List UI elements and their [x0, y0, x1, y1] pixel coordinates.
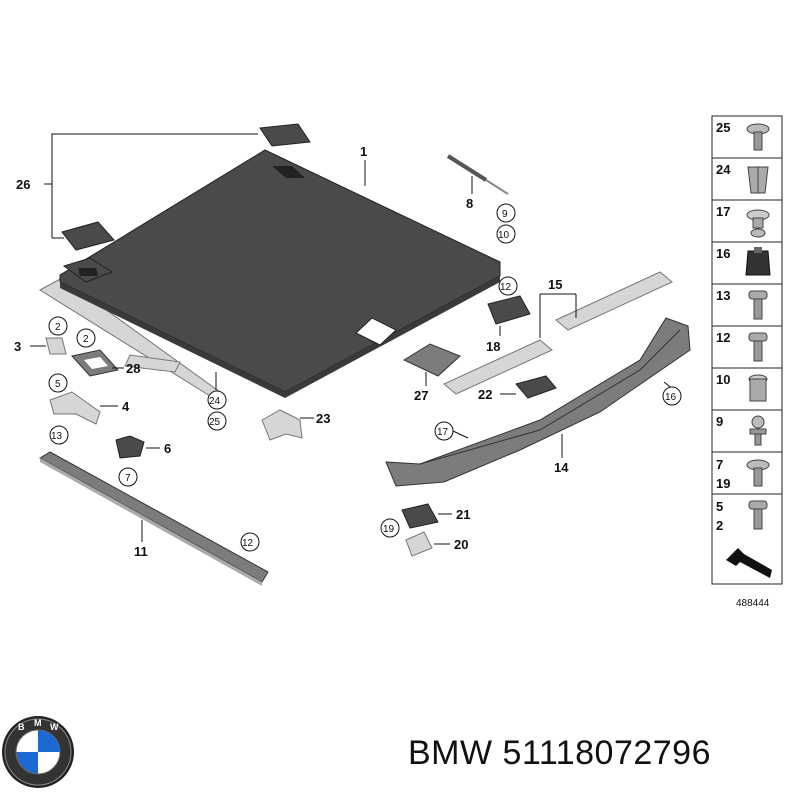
legend-number: 10	[716, 372, 730, 387]
fastener-legend: 25 24 17 16 13 12 10 9 719	[711, 115, 783, 585]
bracket-3	[45, 337, 67, 355]
bracket-4	[49, 391, 101, 425]
label-12b: 12	[242, 538, 254, 549]
legend-number: 2	[716, 518, 723, 533]
label-17: 17	[437, 427, 449, 438]
strip-15b	[443, 339, 553, 395]
label-10: 10	[498, 230, 510, 241]
label-18: 18	[486, 339, 500, 354]
label-23: 23	[316, 411, 330, 426]
screw-icon	[746, 123, 770, 151]
part-number-caption: BMW 51118072796	[408, 734, 711, 772]
orientation-arrow-icon	[726, 548, 772, 578]
bmw-logo-icon: B M W	[2, 716, 74, 788]
label-3: 3	[14, 339, 21, 354]
bracket-22	[515, 375, 557, 399]
legend-number: 13	[716, 288, 730, 303]
cover-top	[259, 123, 311, 147]
legend-code: 488444	[736, 598, 770, 609]
spring-nut-icon	[745, 247, 771, 276]
holder-18	[487, 295, 531, 325]
label-24: 24	[209, 396, 221, 407]
label-15: 15	[548, 277, 562, 292]
label-19: 19	[383, 524, 395, 535]
legend-number: 24	[716, 162, 731, 177]
rail	[39, 451, 269, 586]
legend-number: 19	[716, 476, 730, 491]
gas-strut	[446, 154, 509, 195]
label-25: 25	[209, 417, 221, 428]
label-2b: 2	[83, 334, 89, 345]
label-16: 16	[665, 392, 677, 403]
label-13: 13	[51, 431, 63, 442]
label-21: 21	[456, 507, 470, 522]
cover-left	[61, 221, 115, 251]
label-1: 1	[360, 144, 367, 159]
label-2a: 2	[55, 322, 61, 333]
label-22: 22	[478, 387, 492, 402]
legend-number: 25	[716, 120, 730, 135]
label-4: 4	[122, 399, 130, 414]
legend-number: 12	[716, 330, 730, 345]
label-26: 26	[16, 177, 30, 192]
label-14: 14	[554, 460, 569, 475]
ball-stud-icon	[749, 415, 767, 446]
label-12a: 12	[500, 282, 512, 293]
trim-panel	[385, 317, 691, 487]
label-8: 8	[466, 196, 473, 211]
label-5: 5	[55, 379, 61, 390]
label-9: 9	[502, 209, 508, 220]
legend-number: 17	[716, 204, 730, 219]
label-28: 28	[126, 361, 140, 376]
label-27: 27	[414, 388, 428, 403]
bolt-icon	[748, 332, 768, 362]
strip-15a	[555, 271, 673, 331]
bracket-20	[405, 531, 433, 557]
legend-number: 7	[716, 457, 723, 472]
bolt-icon	[748, 500, 768, 530]
svg-text:B: B	[18, 722, 25, 732]
label-7: 7	[125, 473, 131, 484]
label-6: 6	[164, 441, 171, 456]
svg-text:W: W	[50, 722, 59, 732]
clip-icon	[746, 209, 770, 238]
bracket-23	[261, 409, 303, 441]
bolt-icon	[748, 290, 768, 320]
tray-27	[402, 343, 461, 377]
svg-text:M: M	[34, 718, 42, 728]
label-20: 20	[454, 537, 468, 552]
bracket-21	[401, 503, 439, 529]
legend-number: 5	[716, 499, 723, 514]
expanding-nut-icon	[747, 166, 769, 194]
floor-cover	[39, 149, 501, 398]
label-11: 11	[134, 544, 148, 559]
legend-number: 16	[716, 246, 730, 261]
sleeve-icon	[748, 374, 768, 402]
cap-6	[115, 435, 145, 459]
screw-icon	[746, 459, 770, 487]
legend-number: 9	[716, 414, 723, 429]
